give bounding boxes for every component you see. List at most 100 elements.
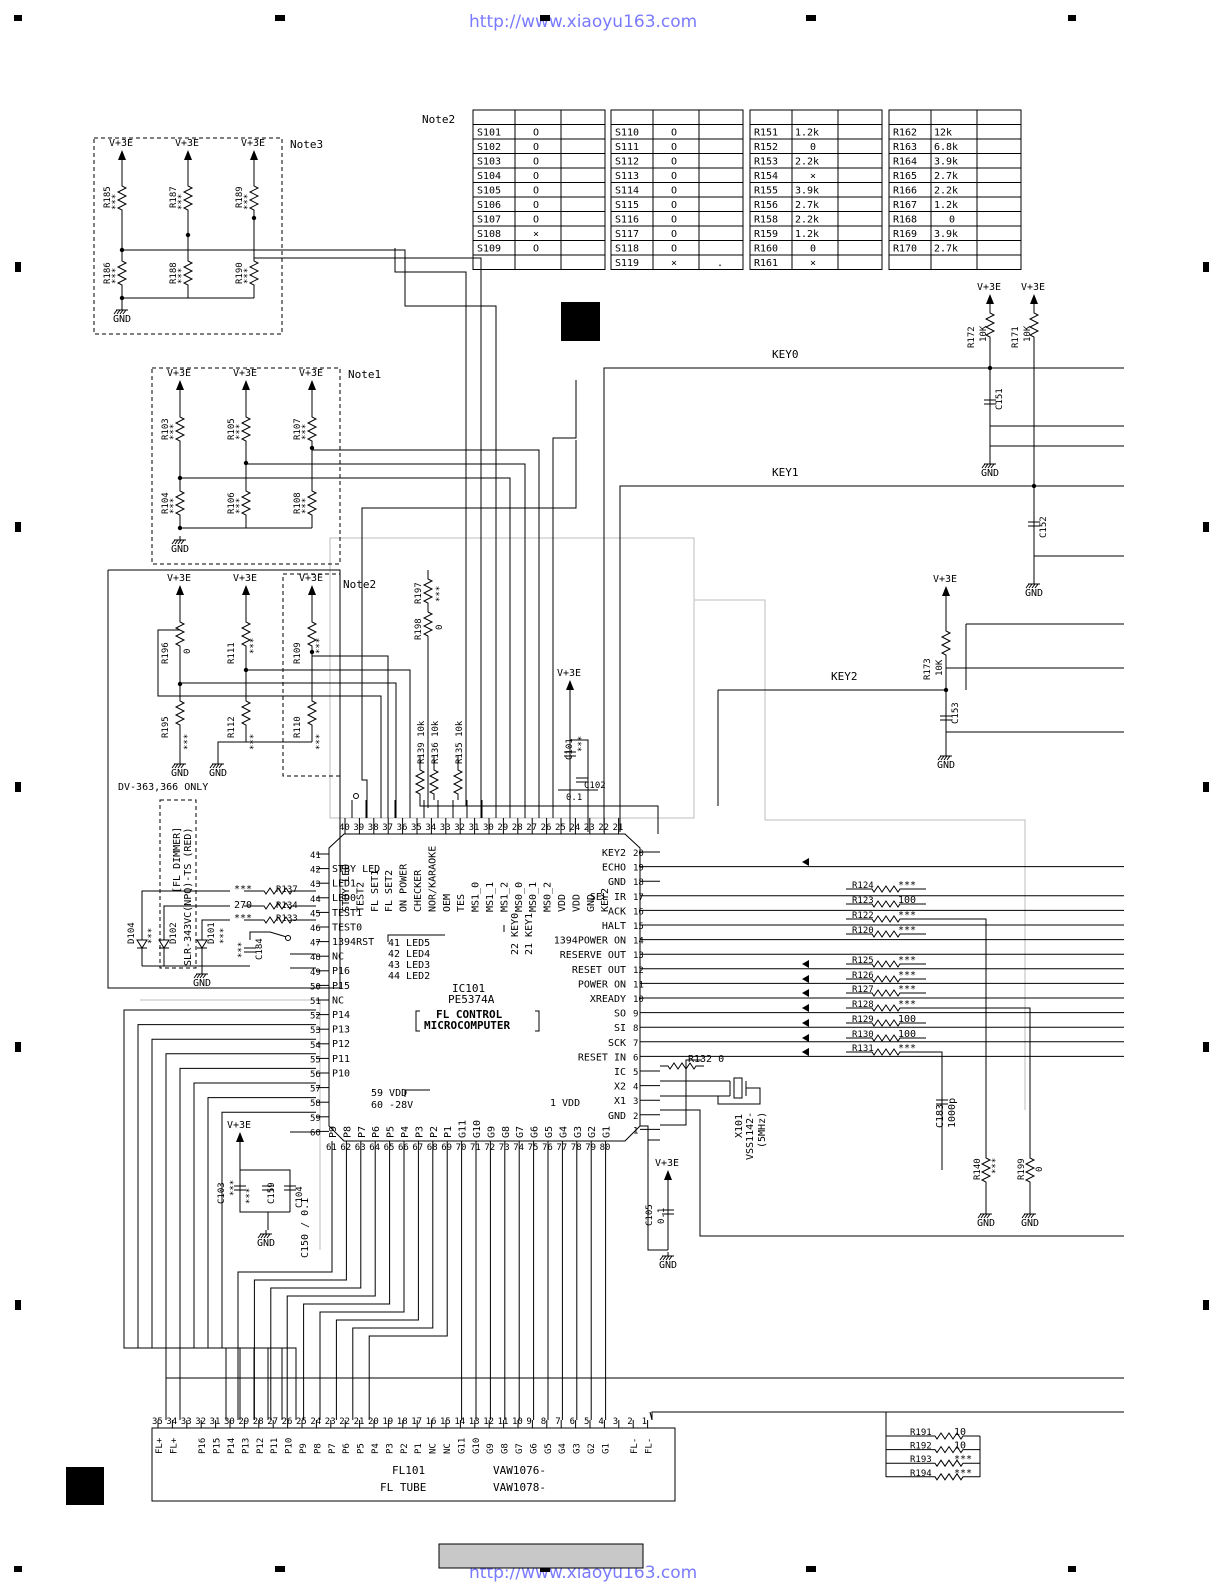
- fl-pin-name: G10: [472, 1438, 482, 1454]
- res-ref: R172: [967, 326, 977, 348]
- resistor: [174, 696, 186, 730]
- signal-arrow: [802, 1004, 809, 1012]
- dv-frame: [107, 569, 341, 989]
- ic-pin-name-bottom: G4: [558, 1126, 569, 1138]
- table-cell: R163: [893, 142, 917, 153]
- resistor: [846, 900, 926, 908]
- table-cell: S117: [615, 229, 639, 240]
- fl-pin-name: P2: [400, 1443, 410, 1454]
- ic-pin-num-bottom: 75: [528, 1143, 539, 1153]
- fl-pin-num: 29: [238, 1417, 249, 1427]
- table-cell: R151: [754, 128, 778, 139]
- resistor: [306, 412, 318, 446]
- res-ref: R132 0: [688, 1054, 724, 1065]
- ic-pin-name-top: CHECKER: [413, 869, 424, 912]
- ic-pin-name-top: KEY2: [600, 888, 611, 912]
- table-cell: 1.2k: [934, 200, 958, 211]
- res-ref: R173: [923, 658, 933, 680]
- fl-pin-num: 9: [526, 1417, 531, 1427]
- fl101-part2: VAW1078-: [493, 1481, 546, 1494]
- res-ref-right: R130: [852, 1030, 874, 1040]
- ic-pin-name-left: P13: [332, 1025, 350, 1036]
- wire: [180, 695, 382, 818]
- gnd-hatch: [263, 1233, 268, 1239]
- ic-inner-vdd1: 1 VDD: [550, 1098, 580, 1109]
- fl-pin-name: FL+: [169, 1437, 179, 1454]
- ic-pin-name-right: IC: [614, 1067, 626, 1078]
- gnd-hatch: [113, 309, 118, 315]
- ic-pin-num-right: 6: [633, 1053, 638, 1063]
- gnd-hatch: [1025, 583, 1030, 589]
- key0-line: [603, 367, 1124, 832]
- wire: [246, 669, 411, 818]
- gnd-hatch: [940, 755, 945, 761]
- resistor: [414, 764, 426, 800]
- gnd-hatch: [257, 1233, 262, 1239]
- ic-pin-num-top: 35: [411, 823, 422, 833]
- junction-dot: [987, 365, 993, 371]
- wire: [651, 1411, 666, 1420]
- ic-pin-num-left: 48: [310, 953, 321, 963]
- resistor: [174, 412, 186, 446]
- fl-bus-bottom: [286, 1160, 376, 1420]
- ic-pin-name-top: VDD: [557, 894, 568, 912]
- ic-pin-name-bottom: G7: [515, 1126, 526, 1138]
- table-cell: ×: [810, 171, 816, 182]
- wire: [570, 739, 589, 832]
- res-val: ***: [991, 1158, 1001, 1174]
- res-ref: R195: [161, 716, 171, 738]
- res-val: ***: [234, 913, 252, 924]
- gnd-hatch: [1031, 583, 1036, 589]
- fl-pin-num: 32: [195, 1417, 206, 1427]
- gnd-hatch: [209, 763, 214, 769]
- fl-pin-name: P6: [342, 1443, 352, 1454]
- fl-bus-bottom: [253, 1160, 347, 1420]
- res-ref: R133: [276, 914, 298, 924]
- note2-label: Note2: [422, 113, 455, 126]
- ic-pin-name-bottom: P7: [357, 1126, 368, 1138]
- ic-pin-num-right: 2: [633, 1112, 638, 1122]
- ic-pin-num-bottom: 63: [355, 1143, 366, 1153]
- table-cell: R158: [754, 215, 778, 226]
- ic-pin-name-right: SEL IR: [590, 892, 627, 903]
- gnd-hatch: [193, 973, 198, 979]
- gnd-hatch: [171, 539, 176, 545]
- ic-pin-name-left: P16: [332, 966, 350, 977]
- vcc-arrow: [1030, 294, 1038, 304]
- signal-arrow: [802, 975, 809, 983]
- table-cell: S102: [477, 142, 501, 153]
- ic-pin-num-left: 43: [310, 880, 321, 890]
- table-frame-2: [749, 109, 883, 270]
- cap-ref: C152: [1039, 516, 1049, 538]
- res-val: ***: [177, 194, 187, 210]
- top-url[interactable]: http://www.xiaoyu163.com: [469, 12, 697, 32]
- ic-pin-name-left: NC: [332, 952, 344, 963]
- fl-pin-num: 22: [339, 1417, 350, 1427]
- table-cell: S112: [615, 157, 639, 168]
- res-ref-right: R125: [852, 956, 874, 966]
- res-val-right: ***: [898, 970, 916, 981]
- res-ref: R106: [227, 492, 237, 514]
- ic101-part: PE5374A: [448, 993, 495, 1006]
- gnd-hatch: [1030, 1213, 1035, 1219]
- filled-square-marker: [561, 302, 600, 341]
- ic-pin-num-top: 31: [469, 823, 480, 833]
- res-val: 10K: [1023, 325, 1033, 342]
- vcc-label: V+3E: [167, 368, 191, 379]
- table-cell: S111: [615, 142, 639, 153]
- vcc-label: V+3E: [299, 368, 323, 379]
- res-val-right: ***: [898, 1043, 916, 1054]
- ic-pin-num-bottom: 76: [542, 1143, 553, 1153]
- table-cell: R162: [893, 128, 917, 139]
- fl-pin-name: P13: [241, 1438, 251, 1454]
- fl-pin-num: 11: [498, 1417, 509, 1427]
- ic-pin-name-top: FL SET2: [384, 870, 395, 912]
- fl-pin-num: 10: [512, 1417, 523, 1427]
- table-cell: S108: [477, 229, 501, 240]
- ic-pin-num-right: 18: [633, 878, 644, 888]
- ic-pin-name-bottom: P8: [342, 1126, 353, 1138]
- res-ref: R189: [235, 186, 245, 208]
- ic-pin-num-left: 45: [310, 909, 321, 919]
- fl-pin-num: 18: [397, 1417, 408, 1427]
- gnd-hatch: [1027, 1213, 1032, 1219]
